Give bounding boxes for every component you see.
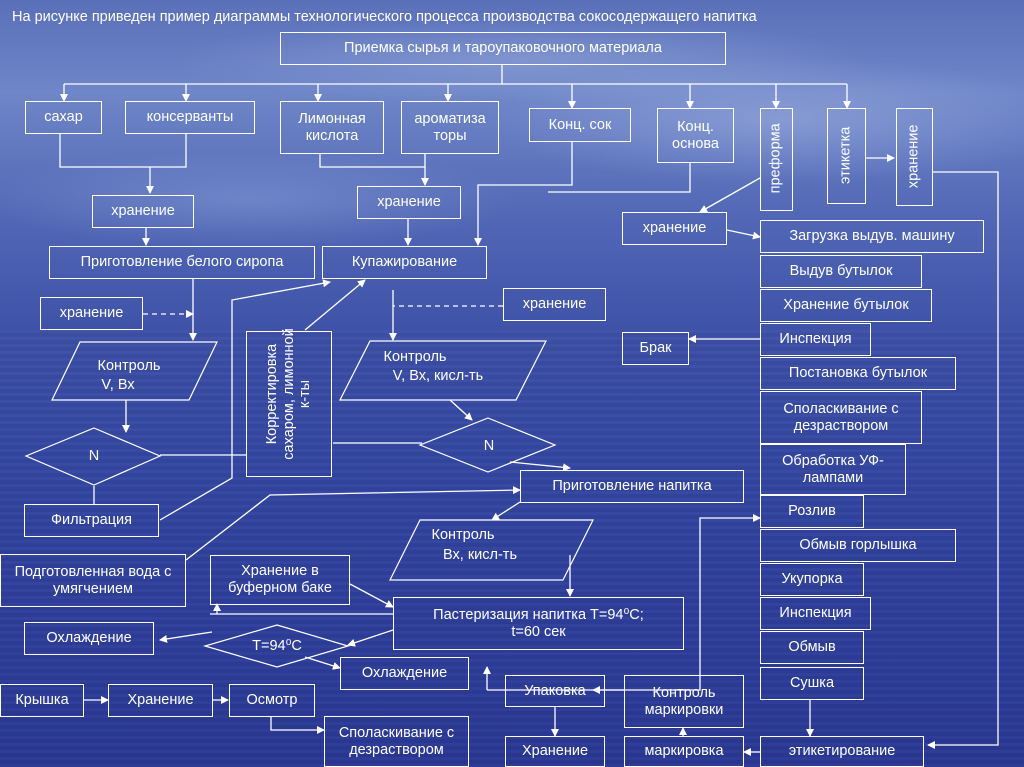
node-hranenie-5: хранение bbox=[503, 288, 606, 321]
line-kontrol2-n2 bbox=[449, 399, 473, 421]
node-etiketka bbox=[827, 108, 866, 204]
node-inspekciya-1: Инспекция bbox=[760, 323, 871, 356]
t94-text: Т=94⁰С bbox=[252, 638, 302, 654]
node-osmotr: Осмотр bbox=[229, 684, 315, 717]
node-obmyv: Обмыв bbox=[760, 631, 864, 664]
node-obmyv-gorlyshka: Обмыв горлышка bbox=[760, 529, 956, 562]
node-hranenie-3: хранение bbox=[622, 212, 727, 245]
pasterizaciya-line-2: t=60 сек bbox=[511, 623, 566, 640]
node-kontrol-markirovki: Контроль маркировки bbox=[624, 675, 744, 728]
n-2-shape bbox=[418, 417, 557, 473]
n-1-text: N bbox=[88, 448, 100, 464]
kontrol-3-text-1: Контроль bbox=[431, 527, 495, 543]
node-priemka: Приемка сырья и тароупаковочного материа… bbox=[280, 32, 726, 65]
n-1-shape bbox=[24, 427, 162, 486]
kontrol-2-text-1: Контроль bbox=[383, 349, 447, 365]
node-hranenie-top-right bbox=[896, 108, 933, 206]
node-kupazhirovanie: Купажирование bbox=[322, 246, 487, 279]
t94-shape bbox=[202, 624, 351, 668]
n-2-text: N bbox=[483, 438, 495, 454]
node-markirovka: маркировка bbox=[624, 736, 744, 767]
kontrol-2-shape bbox=[339, 340, 547, 401]
node-filtraciya: Фильтрация bbox=[24, 504, 159, 537]
line-t94-ohl2 bbox=[304, 656, 341, 670]
line-voda-prigot bbox=[185, 486, 521, 561]
line-voda-kupazh bbox=[159, 279, 331, 521]
node-brak: Брак bbox=[622, 332, 689, 365]
line-korrekt-kupazh bbox=[304, 279, 366, 331]
line-konc-sok-kupazh bbox=[474, 142, 573, 246]
line-prigot-kontrol3 bbox=[491, 501, 521, 521]
node-konservanty: консерванты bbox=[125, 101, 255, 134]
node-etiketka-label: этикетка bbox=[837, 126, 854, 184]
node-inspekciya-2: Инспекция bbox=[760, 597, 871, 630]
node-obrabotka-uf: Обработка УФ-лампами bbox=[760, 444, 906, 495]
node-hranenie-final: Хранение bbox=[505, 736, 605, 767]
node-prigotovlenie-napitka: Приготовление напитка bbox=[520, 470, 744, 503]
node-hranenie-bufer: Хранение в буферном баке bbox=[210, 555, 350, 605]
node-voda: Подготовленная вода с умягчением bbox=[0, 554, 186, 607]
node-upakovka: Упаковка bbox=[505, 675, 605, 707]
node-sushka: Сушка bbox=[760, 667, 864, 700]
line-right-rail bbox=[927, 171, 999, 749]
kontrol-1-shape bbox=[51, 341, 218, 401]
node-ohlazhdenie-1: Охлаждение bbox=[24, 622, 154, 655]
line-n2-prigot bbox=[509, 461, 571, 472]
node-konc-osnova: Конц. основа bbox=[657, 108, 734, 163]
kontrol-3-text-2: Вх, кисл-ть bbox=[443, 547, 517, 563]
node-pasterizaciya: Пастеризация напитка Т=94⁰С; t=60 сек bbox=[393, 597, 684, 650]
arrow-hranenie3-zagruzka bbox=[726, 229, 761, 240]
node-korrektirovka-label: Корректировка сахаром, лимонной к-ты bbox=[263, 328, 314, 460]
node-opolaskivanie-1: Споласкивание с дезраствором bbox=[760, 391, 922, 444]
node-konc-sok: Конц. сок bbox=[529, 108, 631, 142]
node-hranenie-2: хранение bbox=[357, 186, 461, 219]
node-hranenie-1: хранение bbox=[92, 195, 194, 228]
kontrol-2-text-2: V, Вх, кисл-ть bbox=[392, 368, 484, 384]
pasterizaciya-line-1: Пастеризация напитка Т=94⁰С; bbox=[433, 606, 644, 623]
node-sahar: сахар bbox=[25, 101, 102, 134]
line-konc-osnova-hranenie bbox=[548, 163, 691, 193]
node-korrektirovka bbox=[246, 331, 332, 477]
node-vyduv: Выдув бутылок bbox=[760, 255, 922, 288]
node-belyi-sirop: Приготовление белого сиропа bbox=[49, 246, 315, 279]
line-sahar-konserv bbox=[59, 134, 187, 168]
node-preforma-label: преформа bbox=[767, 123, 784, 194]
kontrol-3-shape bbox=[389, 519, 594, 581]
line-bufer-paster bbox=[349, 583, 394, 608]
arrow-preforma-hranenie bbox=[699, 177, 761, 213]
node-postanovka: Постановка бутылок bbox=[760, 357, 956, 390]
kontrol-1-text-1: Контроль bbox=[97, 358, 161, 374]
line-t94-ohl1 bbox=[159, 631, 213, 643]
node-etiketirovanie: этикетирование bbox=[760, 736, 924, 767]
node-zagruzka: Загрузка выдув. машину bbox=[760, 220, 984, 253]
node-opolaskivanie-2: Споласкивание с дезраствором bbox=[324, 716, 469, 767]
node-hranenie-kryshki: Хранение bbox=[108, 684, 213, 717]
node-kryshka: Крышка bbox=[0, 684, 84, 717]
node-ohlazhdenie-2: Охлаждение bbox=[340, 657, 469, 690]
node-aromatizatory: ароматиза торы bbox=[401, 101, 499, 154]
page-title: На рисунке приведен пример диаграммы тех… bbox=[12, 9, 757, 25]
node-hranenie-butylok: Хранение бутылок bbox=[760, 289, 932, 322]
sea-background bbox=[0, 330, 1024, 767]
line-paster-t94 bbox=[347, 629, 394, 647]
line-osmotr-opolask bbox=[270, 716, 325, 734]
line-limon-aroma bbox=[319, 154, 426, 168]
node-preforma bbox=[760, 108, 793, 211]
sky-background bbox=[0, 0, 1024, 330]
node-hranenie-top-right-label: хранение bbox=[905, 124, 922, 189]
node-rozliv: Розлив bbox=[760, 495, 864, 528]
node-ukuporka: Укупорка bbox=[760, 563, 864, 596]
kontrol-1-text-2: V, Вх bbox=[101, 377, 135, 393]
node-hranenie-4: хранение bbox=[40, 297, 143, 330]
node-limonnaya: Лимонная кислота bbox=[280, 101, 384, 154]
